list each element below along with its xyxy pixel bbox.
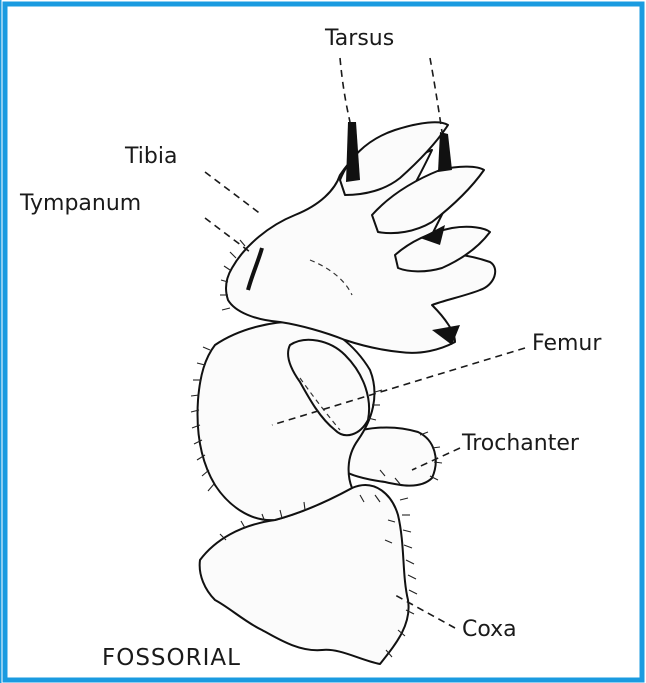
label-tympanum: Tympanum (19, 191, 141, 216)
tibia-leader (205, 172, 262, 215)
diagram-caption: FOSSORIAL (102, 645, 241, 671)
leg-drawing (191, 122, 495, 664)
label-tibia: Tibia (124, 144, 177, 169)
tarsus-leader-left (340, 58, 350, 122)
tarsus-spur-right (438, 132, 452, 172)
coxa-segment (200, 485, 409, 664)
label-coxa: Coxa (462, 617, 517, 642)
label-femur: Femur (532, 331, 602, 356)
tarsus-spur-left (346, 122, 360, 182)
tarsus-leader-right (430, 58, 442, 132)
label-trochanter: Trochanter (461, 431, 580, 456)
label-tarsus: Tarsus (324, 26, 394, 51)
tympanum-leader (205, 218, 250, 252)
